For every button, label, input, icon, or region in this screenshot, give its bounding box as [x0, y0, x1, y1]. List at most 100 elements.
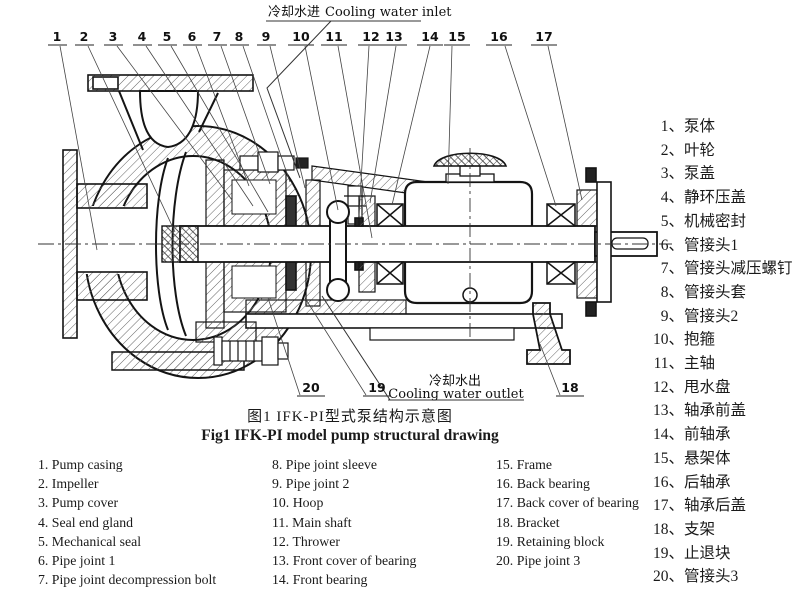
list-item: 3. Pump cover [38, 495, 119, 511]
seal-housing-lower-cavity [231, 265, 277, 299]
cooling-inlet-zh: 冷却水进 [268, 5, 320, 20]
pipe-joint-3 [213, 336, 289, 366]
frame-base-plate [245, 313, 563, 329]
list-item: 9、管接头2 [646, 305, 798, 329]
list-item: 20. Pipe joint 3 [496, 553, 581, 569]
part-label: 甩水盘 [684, 378, 731, 396]
part-label: 抱箍 [684, 331, 716, 349]
list-item: 15、悬架体 [646, 447, 798, 471]
list-item: 3、泵盖 [646, 162, 798, 186]
callout-10: 10 [292, 29, 310, 44]
part-number: 19、 [652, 544, 684, 562]
callout-9: 9 [262, 29, 271, 44]
list-item: 6、管接头1 [646, 234, 798, 258]
part-number: 18、 [652, 520, 684, 538]
part-label: 主轴 [684, 355, 716, 373]
part-number: 3、 [660, 165, 684, 183]
discharge-funnel-walls [118, 90, 219, 151]
back-bearing-cover-lower [576, 261, 598, 299]
part-label: 机械密封 [684, 212, 747, 230]
outlet-leader [321, 295, 524, 401]
list-item: 11、主轴 [646, 352, 798, 376]
back-cover-plate [596, 181, 612, 303]
list-item: 7. Pipe joint decompression bolt [38, 572, 217, 588]
parts-list-zh: 1、泵体 2、叶轮 3、泵盖 4、静环压盖 5、机械密封 6、管接头1 7、管接… [646, 115, 798, 589]
list-item: 5. Mechanical seal [38, 533, 142, 549]
callout-12: 12 [362, 29, 379, 44]
list-item: 6. Pipe joint 1 [38, 553, 116, 569]
part-number: 13、 [652, 402, 684, 420]
cooling-outlet-zh: 冷却水出 [429, 374, 481, 389]
list-item: 15. Frame [496, 457, 552, 472]
part-label: 悬架体 [684, 449, 731, 467]
list-item: 1、泵体 [646, 115, 798, 139]
list-item: 14. Front bearing [272, 572, 368, 588]
list-item: 17. Back cover of bearing [496, 495, 639, 511]
seal-gland-lower [285, 259, 297, 291]
callout-5: 5 [163, 29, 172, 44]
parts-list-en-col3: 15. Frame 16. Back bearing 17. Back cove… [496, 455, 639, 570]
part-label: 管接头2 [684, 307, 739, 325]
figure-caption: 图1 IFK-PI型式泵结构示意图 Fig1 IFK-PI model pump… [150, 405, 550, 445]
list-item: 14、前轴承 [646, 423, 798, 447]
suction-pipe-bottom-wall [76, 271, 148, 301]
front-bearing-cover-lower [358, 261, 376, 293]
part-label: 前轴承 [684, 426, 731, 444]
discharge-throat [138, 90, 200, 149]
list-item: 10、抱箍 [646, 328, 798, 352]
part-label: 后轴承 [684, 473, 731, 491]
list-item: 11. Main shaft [272, 514, 352, 530]
list-item: 12、甩水盘 [646, 376, 798, 400]
leader-lines-top [59, 45, 583, 251]
callout-3: 3 [109, 29, 118, 44]
list-item: 8. Pipe joint sleeve [272, 457, 377, 472]
part-number: 11、 [653, 355, 684, 373]
callout-8: 8 [235, 29, 244, 44]
hoop [326, 200, 350, 302]
callout-7: 7 [213, 29, 222, 44]
list-item: 16、后轴承 [646, 471, 798, 495]
list-item: 16. Back bearing [496, 476, 590, 492]
list-item: 1. Pump casing [38, 457, 123, 472]
part-number: 1、 [660, 118, 684, 135]
list-item: 8、管接头套 [646, 281, 798, 305]
pump-cover-upper [205, 159, 225, 227]
back-cover-bolt-bottom [585, 301, 597, 317]
cooling-outlet-en: Cooling water outlet [388, 387, 524, 402]
part-label: 管接头1 [684, 236, 739, 254]
parts-list-en-col1: 1. Pump casing 2. Impeller 3. Pump cover… [38, 455, 216, 589]
list-item: 10. Hoop [272, 495, 324, 511]
frame-base-step [369, 327, 515, 341]
part-label: 轴承前盖 [684, 402, 747, 420]
part-number: 16、 [652, 473, 684, 491]
inlet-leader [266, 20, 421, 179]
part-label: 叶轮 [684, 141, 716, 159]
back-bearing [546, 203, 576, 285]
part-label: 静环压盖 [684, 189, 747, 207]
part-number: 14、 [652, 426, 684, 444]
callout-11: 11 [325, 29, 342, 44]
cooling-inlet-label: 冷却水进 Cooling water inlet [268, 5, 452, 20]
list-item: 7、管接头减压螺钉 [646, 257, 798, 281]
part-number: 20、 [652, 568, 684, 586]
list-item: 13、轴承前盖 [646, 399, 798, 423]
part-number: 17、 [652, 497, 684, 515]
part-number: 5、 [660, 212, 684, 230]
leader-lines-bottom [267, 297, 561, 396]
part-number: 8、 [660, 283, 684, 301]
part-number: 15、 [652, 449, 684, 467]
part-label: 泵盖 [684, 165, 716, 183]
cooling-inlet-en: Cooling water inlet [325, 5, 452, 20]
seal-gland-upper [285, 195, 297, 227]
pump-cover-lower [205, 259, 225, 329]
figure-title-en: Fig1 IFK-PI model pump structural drawin… [201, 427, 499, 444]
list-item: 2、叶轮 [646, 139, 798, 163]
callout-15: 15 [448, 29, 465, 44]
suction-bore [64, 206, 160, 274]
part-number: 9、 [660, 307, 684, 325]
part-number: 12、 [652, 378, 684, 396]
callout-19: 19 [368, 380, 385, 395]
impeller-front-shroud [155, 157, 169, 331]
callout-1: 1 [53, 29, 62, 44]
part-label: 管接头减压螺钉 [684, 260, 793, 278]
